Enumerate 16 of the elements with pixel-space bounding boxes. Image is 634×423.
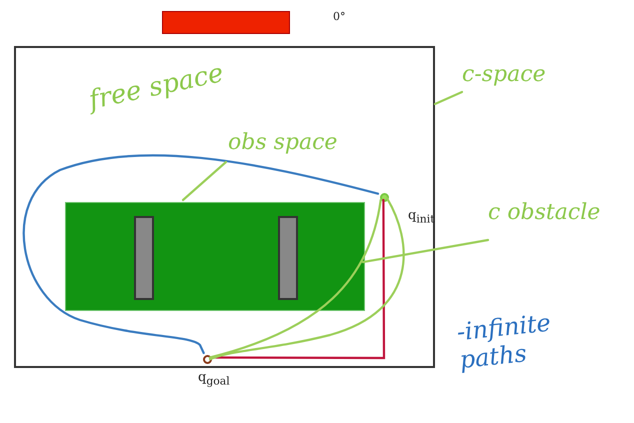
leader-line [434,90,464,106]
leader-line [362,238,490,264]
obstacle-bar [278,216,298,300]
leader-line [182,160,228,202]
orientation-bar [162,11,290,34]
handwritten-note: obs space [228,130,338,155]
degree-label: 0° [333,10,346,23]
handwritten-note: c-space [462,62,546,87]
handwritten-note: c obstacle [488,200,600,225]
handwritten-note: free space [86,58,226,116]
path-curve [22,154,380,354]
obstacle-region [65,202,365,311]
obstacle-bar [134,216,154,300]
workspace-frame [14,46,435,368]
point-label: q$_{goal}$ [198,370,230,388]
handwritten-note: -infinite paths [455,308,554,374]
